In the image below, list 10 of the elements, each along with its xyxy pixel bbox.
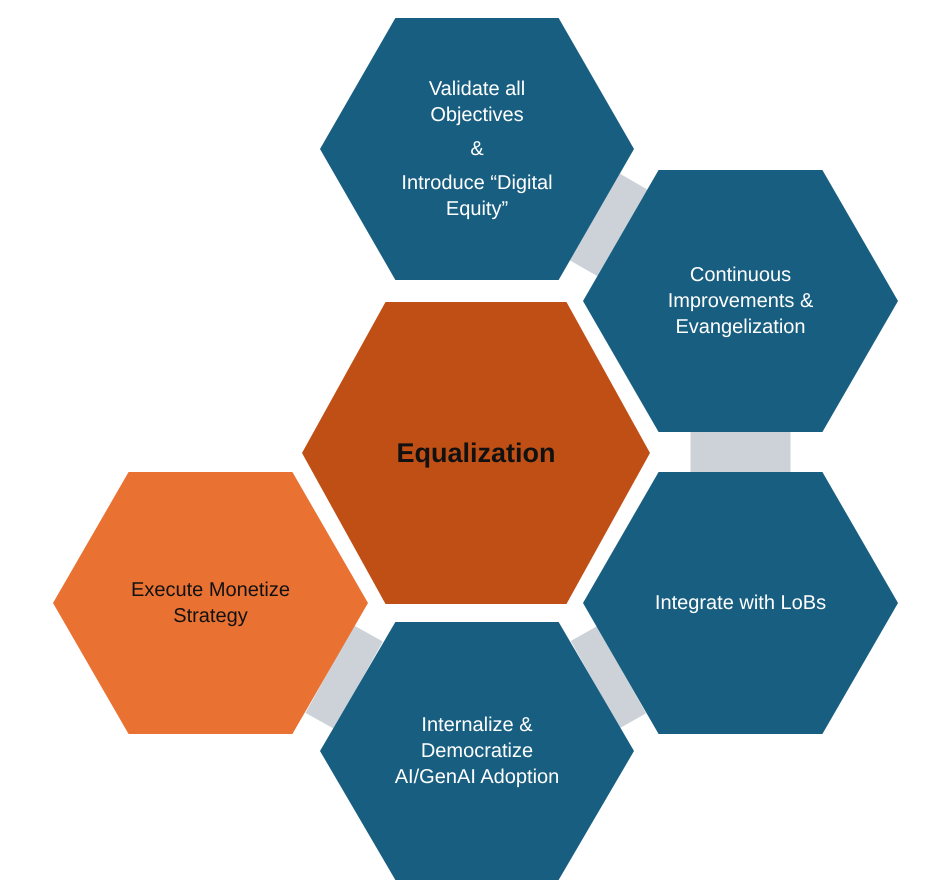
center-label: Equalization: [396, 440, 556, 466]
hexagon-label: Integrate with LoBs: [654, 591, 826, 616]
hexagon-label: Continuous Improvements & Evangelization: [666, 263, 814, 340]
hexagon-label: Internalize & Democratize AI/GenAI Adoption: [394, 713, 560, 790]
hexagon-label: &: [470, 137, 484, 162]
hexagon-label: Introduce “Digital Equity”: [400, 171, 554, 222]
hexagon-label: Execute Monetize Strategy: [130, 578, 291, 629]
connector-band: [570, 174, 648, 276]
hexagon-label: Validate all Objectives: [428, 77, 526, 128]
connector-band: [690, 432, 790, 472]
